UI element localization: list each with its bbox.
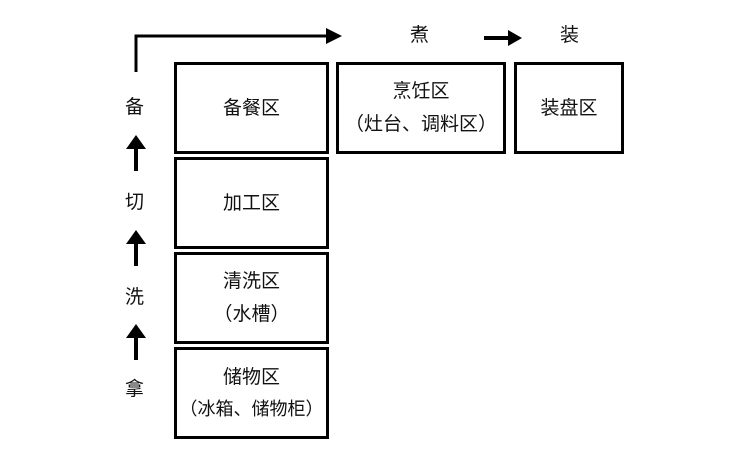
cooking-zone-note: （灶台、调料区） <box>344 113 497 135</box>
prep-zone-box: 备餐区 <box>174 62 329 154</box>
plating-zone-label: 装盘区 <box>540 96 598 119</box>
plating-zone-box: 装盘区 <box>514 62 624 154</box>
stage-label-take: 拿 <box>125 378 145 400</box>
storage-zone-note: （冰箱、储物柜） <box>179 398 324 420</box>
wash-zone-note: （水槽） <box>213 303 290 325</box>
up-arrow-icon <box>126 324 146 360</box>
stage-label-cut: 切 <box>125 191 145 213</box>
process-zone-label: 加工区 <box>222 191 280 214</box>
storage-zone-box: 储物区 （冰箱、储物柜） <box>174 347 329 439</box>
up-arrow-icon <box>126 135 146 171</box>
process-zone-box: 加工区 <box>174 157 329 249</box>
right-arrow-icon <box>484 30 522 46</box>
wash-zone-box: 清洗区 （水槽） <box>174 252 329 344</box>
stage-label-wash: 洗 <box>125 286 145 308</box>
cooking-zone-label: 烹饪区 <box>392 80 450 102</box>
elbow-arrow-icon <box>134 28 342 72</box>
up-arrow-icon <box>126 230 146 266</box>
stage-label-plate: 装 <box>560 24 580 46</box>
stage-label-prep: 备 <box>125 96 145 118</box>
storage-zone-label: 储物区 <box>222 365 280 388</box>
cooking-zone-box: 烹饪区 （灶台、调料区） <box>336 62 506 154</box>
stage-label-cook: 煮 <box>410 24 430 46</box>
prep-zone-label: 备餐区 <box>222 96 280 119</box>
wash-zone-label: 清洗区 <box>222 270 280 292</box>
